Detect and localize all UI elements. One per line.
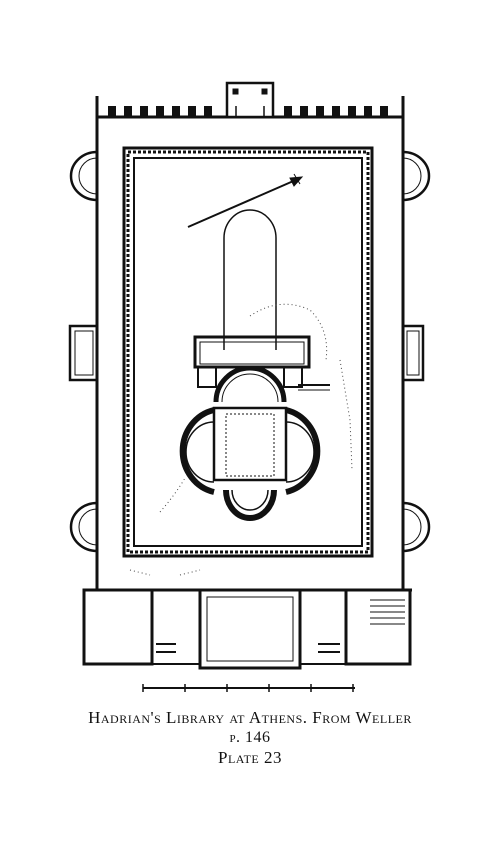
propylon-entrance	[225, 81, 275, 119]
dotted-remains	[129, 303, 353, 576]
garden-basin	[223, 209, 277, 350]
front-colonnade	[108, 106, 388, 116]
scale-bar	[142, 684, 355, 692]
right-exedrae	[401, 150, 431, 553]
page-reference: p. 146	[229, 729, 271, 746]
plate-number: Plate 23	[217, 748, 283, 767]
left-exedrae	[68, 150, 99, 553]
north-arrow-icon	[187, 173, 304, 228]
plate-title: Hadrian's Library at Athens. From Weller	[88, 708, 412, 727]
peristyle-court	[122, 146, 374, 558]
rear-halls	[82, 588, 412, 670]
tetraconch-church	[179, 335, 330, 521]
